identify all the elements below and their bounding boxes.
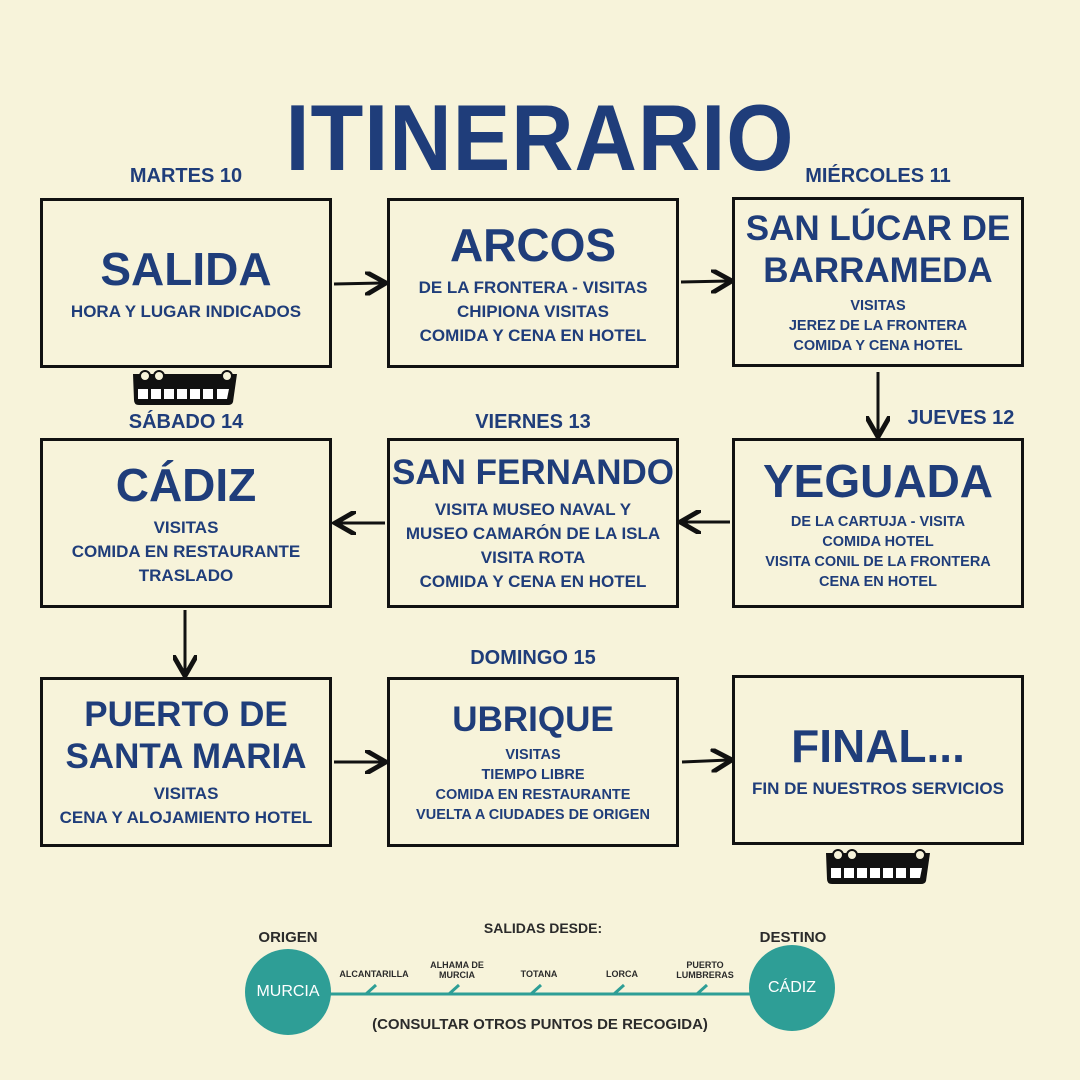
box-title: UBRIQUE <box>452 700 614 739</box>
box-detail: DE LA FRONTERA - VISITAS <box>418 278 648 297</box>
route-heading: SALIDAS DESDE: <box>483 920 603 936</box>
box-detail: DE LA CARTUJA - VISITA <box>790 514 966 530</box>
route-stop-label: ALCANTARILLA <box>339 969 409 979</box>
box-title: ARCOS <box>449 219 617 271</box>
box-title: PUERTO DE <box>84 695 288 734</box>
box-detail: MUSEO CAMARÓN DE LA ISLA <box>405 524 661 543</box>
box-detail: TRASLADO <box>138 566 234 585</box>
box-detail: VISITAS <box>153 784 219 803</box>
box-title: SANTA MARIA <box>65 737 307 776</box>
box-detail: FIN DE NUESTROS SERVICIOS <box>752 779 1004 798</box>
box-detail: VISITA CONIL DE LA FRONTERA <box>765 554 991 570</box>
day-label-martes: MARTES 10 <box>129 165 243 187</box>
day-label-miercoles: MIÉRCOLES 11 <box>805 165 951 187</box>
box-title: BARRAMEDA <box>763 251 993 290</box>
origin-label: ORIGEN <box>258 929 318 946</box>
route-stop-label: MURCIA <box>439 970 475 980</box>
itinerary-box-salida: SALIDA HORA Y LUGAR INDICADOS <box>40 198 332 368</box>
box-detail: CENA Y ALOJAMIENTO HOTEL <box>59 808 313 827</box>
bus-icon <box>133 370 237 405</box>
box-title: YEGUADA <box>762 455 994 507</box>
route-stop-label: LUMBRERAS <box>676 970 734 980</box>
box-detail: VISITAS <box>505 747 561 763</box>
route-stop-label: TOTANA <box>520 969 558 979</box>
route-stop-label: PUERTO <box>686 960 724 970</box>
page-title: ITINERARIO <box>285 85 795 190</box>
box-title: SAN LÚCAR DE <box>745 209 1011 248</box>
itinerary-box-cadiz: CÁDIZ VISITAS COMIDA EN RESTAURANTE TRASLAD… <box>40 438 332 608</box>
box-title: SAN FERNANDO <box>392 453 674 492</box>
box-detail: CENA EN HOTEL <box>819 574 937 590</box>
route-stop: TOTANA <box>499 969 579 979</box>
box-detail: VUELTA A CIUDADES DE ORIGEN <box>416 807 650 823</box>
route-stop-label: ALHAMA DE <box>430 960 484 970</box>
destination-circle: CÁDIZ <box>749 945 835 1031</box>
day-label-viernes: VIERNES 13 <box>475 411 591 433</box>
day-label-jueves: JUEVES 12 <box>907 407 1015 429</box>
arrow-ubrique-final <box>681 760 729 762</box>
day-label-sabado: SÁBADO 14 <box>128 411 244 433</box>
box-detail: VISITAS <box>153 518 219 537</box>
origin-circle: MURCIA <box>245 949 331 1035</box>
box-detail: JEREZ DE LA FRONTERA <box>788 318 968 334</box>
box-title: SALIDA <box>100 243 272 295</box>
route-stop: LORCA <box>582 969 662 979</box>
box-detail: COMIDA EN RESTAURANTE <box>435 787 631 803</box>
arrow-salida-arcos <box>333 283 383 284</box>
box-detail: COMIDA Y CENA EN HOTEL <box>419 572 647 591</box>
box-detail: VISITA MUSEO NAVAL Y <box>434 500 632 519</box>
route-note: (CONSULTAR OTROS PUNTOS DE RECOGIDA) <box>372 1016 708 1033</box>
route-stop: ALCANTARILLA <box>334 969 414 979</box>
box-detail: CHIPIONA VISITAS <box>456 302 610 321</box>
box-detail: COMIDA EN RESTAURANTE <box>71 542 301 561</box>
box-detail: VISITAS <box>850 298 906 314</box>
box-detail: COMIDA Y CENA EN HOTEL <box>419 326 647 345</box>
destination-label: DESTINO <box>759 929 827 946</box>
box-detail: COMIDA HOTEL <box>822 534 934 550</box>
box-detail: COMIDA Y CENA HOTEL <box>793 338 963 354</box>
bus-icon <box>826 849 930 884</box>
box-detail: TIEMPO LIBRE <box>481 767 585 783</box>
box-title: FINAL... <box>791 720 965 772</box>
box-detail: VISITA ROTA <box>480 548 586 567</box>
arrow-arcos-sanlucar <box>680 281 729 282</box>
box-detail: HORA Y LUGAR INDICADOS <box>70 302 302 321</box>
box-title: CÁDIZ <box>115 459 257 511</box>
day-label-domingo: DOMINGO 15 <box>470 647 596 669</box>
route-stop-label: LORCA <box>606 969 638 979</box>
